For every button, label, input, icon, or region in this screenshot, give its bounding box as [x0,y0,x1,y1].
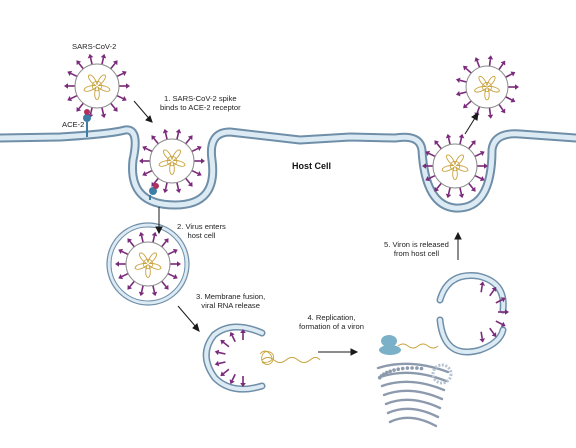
step-3-line-1: 3. Membrane fusion, [196,292,266,301]
fusion-vesicle [202,323,266,393]
step-2-label: 2. Virus enters host cell [177,222,226,240]
er-vesicle [405,366,410,370]
step-2-line-1: 2. Virus enters [177,222,226,231]
ace2-receptor-bound [149,183,159,200]
step-arrows [133,100,479,356]
er-vesicle [396,367,401,372]
virus-fusing [214,329,246,387]
step-4-line-2: formation of a viron [299,322,364,331]
step-3-line-2: viral RNA release [201,301,260,310]
translation-rna-strand [397,343,439,349]
er-vesicle [385,370,389,375]
er-vesicle [410,366,414,370]
budding-vesicle [436,272,507,356]
virus-released [455,55,519,119]
er-cisterna [388,416,438,428]
step-4-line-1: 4. Replication, [307,313,356,322]
virus-in-vesicle [115,231,181,297]
step-1-line-1: 1. SARS-CoV-2 spike [164,94,237,103]
step-1-label: 1. SARS-CoV-2 spike binds to ACE-2 recep… [160,94,241,112]
er-cisterna [382,389,444,401]
viral-rna-cluster-3 [259,350,275,365]
viral-rna-strand [261,357,321,363]
virus-binding [139,128,205,194]
er-vesicle [382,372,386,377]
er-cisterna [376,362,450,374]
step-5-line-1: 5. Viron is released [384,240,449,249]
er-cisterna [380,380,446,392]
step-1-line-2: binds to ACE-2 receptor [160,103,241,112]
er-vesicle [388,369,393,374]
er-vesicle [415,366,419,370]
step-5-line-2: from host cell [393,249,440,258]
virus-name-label: SARS-CoV-2 [72,42,117,51]
virus-assembling [479,281,509,343]
step-2-line-2: host cell [187,231,216,240]
virus-free [64,53,130,119]
er-vesicle [392,368,396,372]
er-vesicle [419,366,424,371]
ace2-receptor [83,109,91,137]
virus-budding [422,133,488,199]
step-3-label: 3. Membrane fusion, viral RNA release [196,292,265,310]
host-cell-label: Host Cell [292,161,332,171]
host-cell-membrane [0,125,576,213]
er-cisterna [384,398,442,410]
step-4-label: 4. Replication, formation of a viron [299,313,364,331]
golgi-body [431,363,453,385]
endoplasmic-reticulum [376,362,453,428]
ribosome-icon [379,335,401,355]
er-cisterna [378,371,448,383]
step-5-label: 5. Viron is released from host cell [384,240,449,258]
ace2-label: ACE-2 [62,120,85,129]
er-cisterna [386,407,440,419]
er-vesicle [400,366,405,371]
